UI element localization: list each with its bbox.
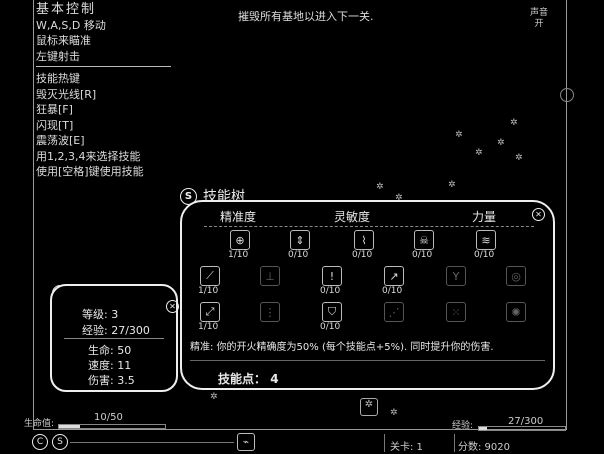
attribute-speed: 速度: 11 xyxy=(88,359,132,372)
skill-level-pierce: 0/10 xyxy=(382,286,403,296)
hp-bar-fill xyxy=(59,425,81,428)
skill-points: 技能点： 4 xyxy=(218,370,279,387)
skill-slot-locked[interactable]: ⋮ xyxy=(260,302,280,322)
skill-level-laser: 1/10 xyxy=(198,286,219,296)
sound-label: 声音 xyxy=(530,8,549,18)
skill-hotkey-4: 震荡波[E] xyxy=(36,134,85,147)
skill-slot-locked[interactable]: ⋰ xyxy=(384,302,404,322)
playfield-bottom-border xyxy=(33,429,566,430)
skill-level-shockwave: 0/10 xyxy=(474,250,495,260)
enemy-turret-icon: ✲ xyxy=(497,138,505,148)
skill-level-agility: 0/10 xyxy=(352,250,373,260)
controls-panel: 基本控制 W,A,S,D 移动 鼠标来瞄准 左键射击 技能热键 毁灭光线[R] … xyxy=(36,2,176,180)
hp-value: 10/50 xyxy=(94,412,123,423)
attributes-panel: ✕ 等级: 3 经验: 27/300 生命: 50 速度: 11 伤害: 3.5 xyxy=(50,284,179,392)
skill-slot-laser[interactable]: ⟋ xyxy=(200,266,220,286)
skill-slot-speed[interactable]: ⇕ xyxy=(290,230,310,250)
skill-slot-locked[interactable]: Y xyxy=(446,266,466,286)
skill-points-value: 4 xyxy=(270,372,279,386)
enemy-base-icon: ✲ xyxy=(360,398,378,416)
skill-level-crit: 1/10 xyxy=(198,322,219,332)
skill-description: 精准: 你的开火精确度为50% (每个技能点+5%). 同时提升你的伤害. xyxy=(190,342,494,353)
attribute-xp: 经验: 27/300 xyxy=(82,324,150,337)
xp-label: 经验: xyxy=(452,421,474,431)
skill-slot-damage[interactable]: ☠ xyxy=(414,230,434,250)
attribute-level: 等级: 3 xyxy=(82,308,119,321)
skill-slot-locked[interactable]: ⊥ xyxy=(260,266,280,286)
attribute-hp: 生命: 50 xyxy=(88,344,132,357)
enemy-turret-icon: ✲ xyxy=(475,148,483,158)
skill-hotkey-3: 闪现[T] xyxy=(36,118,74,132)
skill-level-speed: 0/10 xyxy=(288,250,309,260)
skill-level-shield: 0/10 xyxy=(320,322,341,332)
skills-hotkey-title: 技能热键 xyxy=(36,72,80,85)
controls-title: 基本控制 xyxy=(36,2,97,17)
enemy-turret-icon: ✲ xyxy=(448,180,456,190)
sound-state: 开 xyxy=(534,19,544,29)
controls-aim: 鼠标来瞄准 xyxy=(36,34,91,47)
skill-slot-accuracy[interactable]: ⊕ xyxy=(230,230,250,250)
skill-hotkey-1: 毁灭光线[R] xyxy=(36,87,97,101)
skill-use-hint: 使用[空格]键使用技能 xyxy=(36,165,144,178)
skill-slot-shockwave[interactable]: ≋ xyxy=(476,230,496,250)
xp-bar xyxy=(478,426,566,431)
controls-divider xyxy=(36,66,171,67)
skill-slot-pierce[interactable]: ↗ xyxy=(384,266,404,286)
hp-label: 生命值: xyxy=(24,419,55,429)
skill-slot-shield[interactable]: ⛉ xyxy=(322,302,342,322)
enemy-turret-icon: ✲ xyxy=(376,182,384,192)
score-indicator: 分数: 9020 xyxy=(458,442,510,453)
playfield-right-border xyxy=(566,0,567,430)
enemy-turret-icon: ✲ xyxy=(395,193,403,203)
skill-level-accuracy: 1/10 xyxy=(228,250,249,260)
attributes-hotkey-button[interactable]: C xyxy=(32,434,48,450)
enemy-turret-icon: ✲ xyxy=(515,153,523,163)
skill-slot-locked[interactable]: ⁙ xyxy=(446,302,466,322)
column-power: 力量 xyxy=(472,210,497,224)
skill-slot-crit[interactable]: ⤢ xyxy=(200,302,220,322)
controls-shoot: 左键射击 xyxy=(36,49,80,63)
skill-select-hint: 用1,2,3,4来选择技能 xyxy=(36,149,141,163)
skill-slot-agility[interactable]: ⌇ xyxy=(354,230,374,250)
column-accuracy: 精准度 xyxy=(220,210,257,224)
skill-hotkey-2: 狂暴[F] xyxy=(36,103,73,116)
attributes-divider xyxy=(64,338,164,339)
column-agility: 灵敏度 xyxy=(334,210,371,224)
enemy-turret-icon: ✲ xyxy=(510,118,518,128)
xp-bar-fill xyxy=(479,427,487,430)
level-indicator: 关卡: 1 xyxy=(390,442,423,453)
objective-text: 摧毁所有基地以进入下一关. xyxy=(238,10,374,23)
enemy-turret-icon: ✲ xyxy=(455,130,463,140)
hud-bottom-line xyxy=(70,442,234,443)
controls-move: W,A,S,D 移动 xyxy=(36,18,106,32)
attribute-damage: 伤害: 3.5 xyxy=(88,374,135,387)
attributes-close-icon[interactable]: ✕ xyxy=(166,300,179,313)
column-underline xyxy=(204,226,534,227)
skill-slot-locked[interactable]: ◎ xyxy=(506,266,526,286)
hud-separator xyxy=(454,434,455,452)
skill-slot-warning[interactable]: ! xyxy=(322,266,342,286)
enemy-turret-icon: ✲ xyxy=(390,408,398,418)
skill-points-label: 技能点： xyxy=(218,372,267,386)
skill-level-damage: 0/10 xyxy=(412,250,433,260)
weapon-slot-icon[interactable]: ⌁ xyxy=(237,433,255,451)
player-ship-icon xyxy=(560,88,574,102)
xp-value: 27/300 xyxy=(508,416,544,427)
skill-tree-hotkey-button[interactable]: S xyxy=(52,434,68,450)
playfield-left-border xyxy=(33,0,34,430)
skill-description-divider xyxy=(190,360,545,361)
hud-separator xyxy=(384,434,385,452)
enemy-turret-icon: ✲ xyxy=(210,392,218,402)
sound-toggle[interactable]: 声音 开 xyxy=(530,8,548,30)
skill-slot-locked[interactable]: ✺ xyxy=(506,302,526,322)
skill-level-warning: 0/10 xyxy=(320,286,341,296)
hp-bar xyxy=(58,424,166,429)
skill-tree-close-icon[interactable]: ✕ xyxy=(532,208,545,221)
skill-tree-panel: ✕ 精准度 灵敏度 力量 ⊕ 1/10 ⇕ 0/10 ⌇ 0/10 ☠ 0/10… xyxy=(180,200,555,390)
